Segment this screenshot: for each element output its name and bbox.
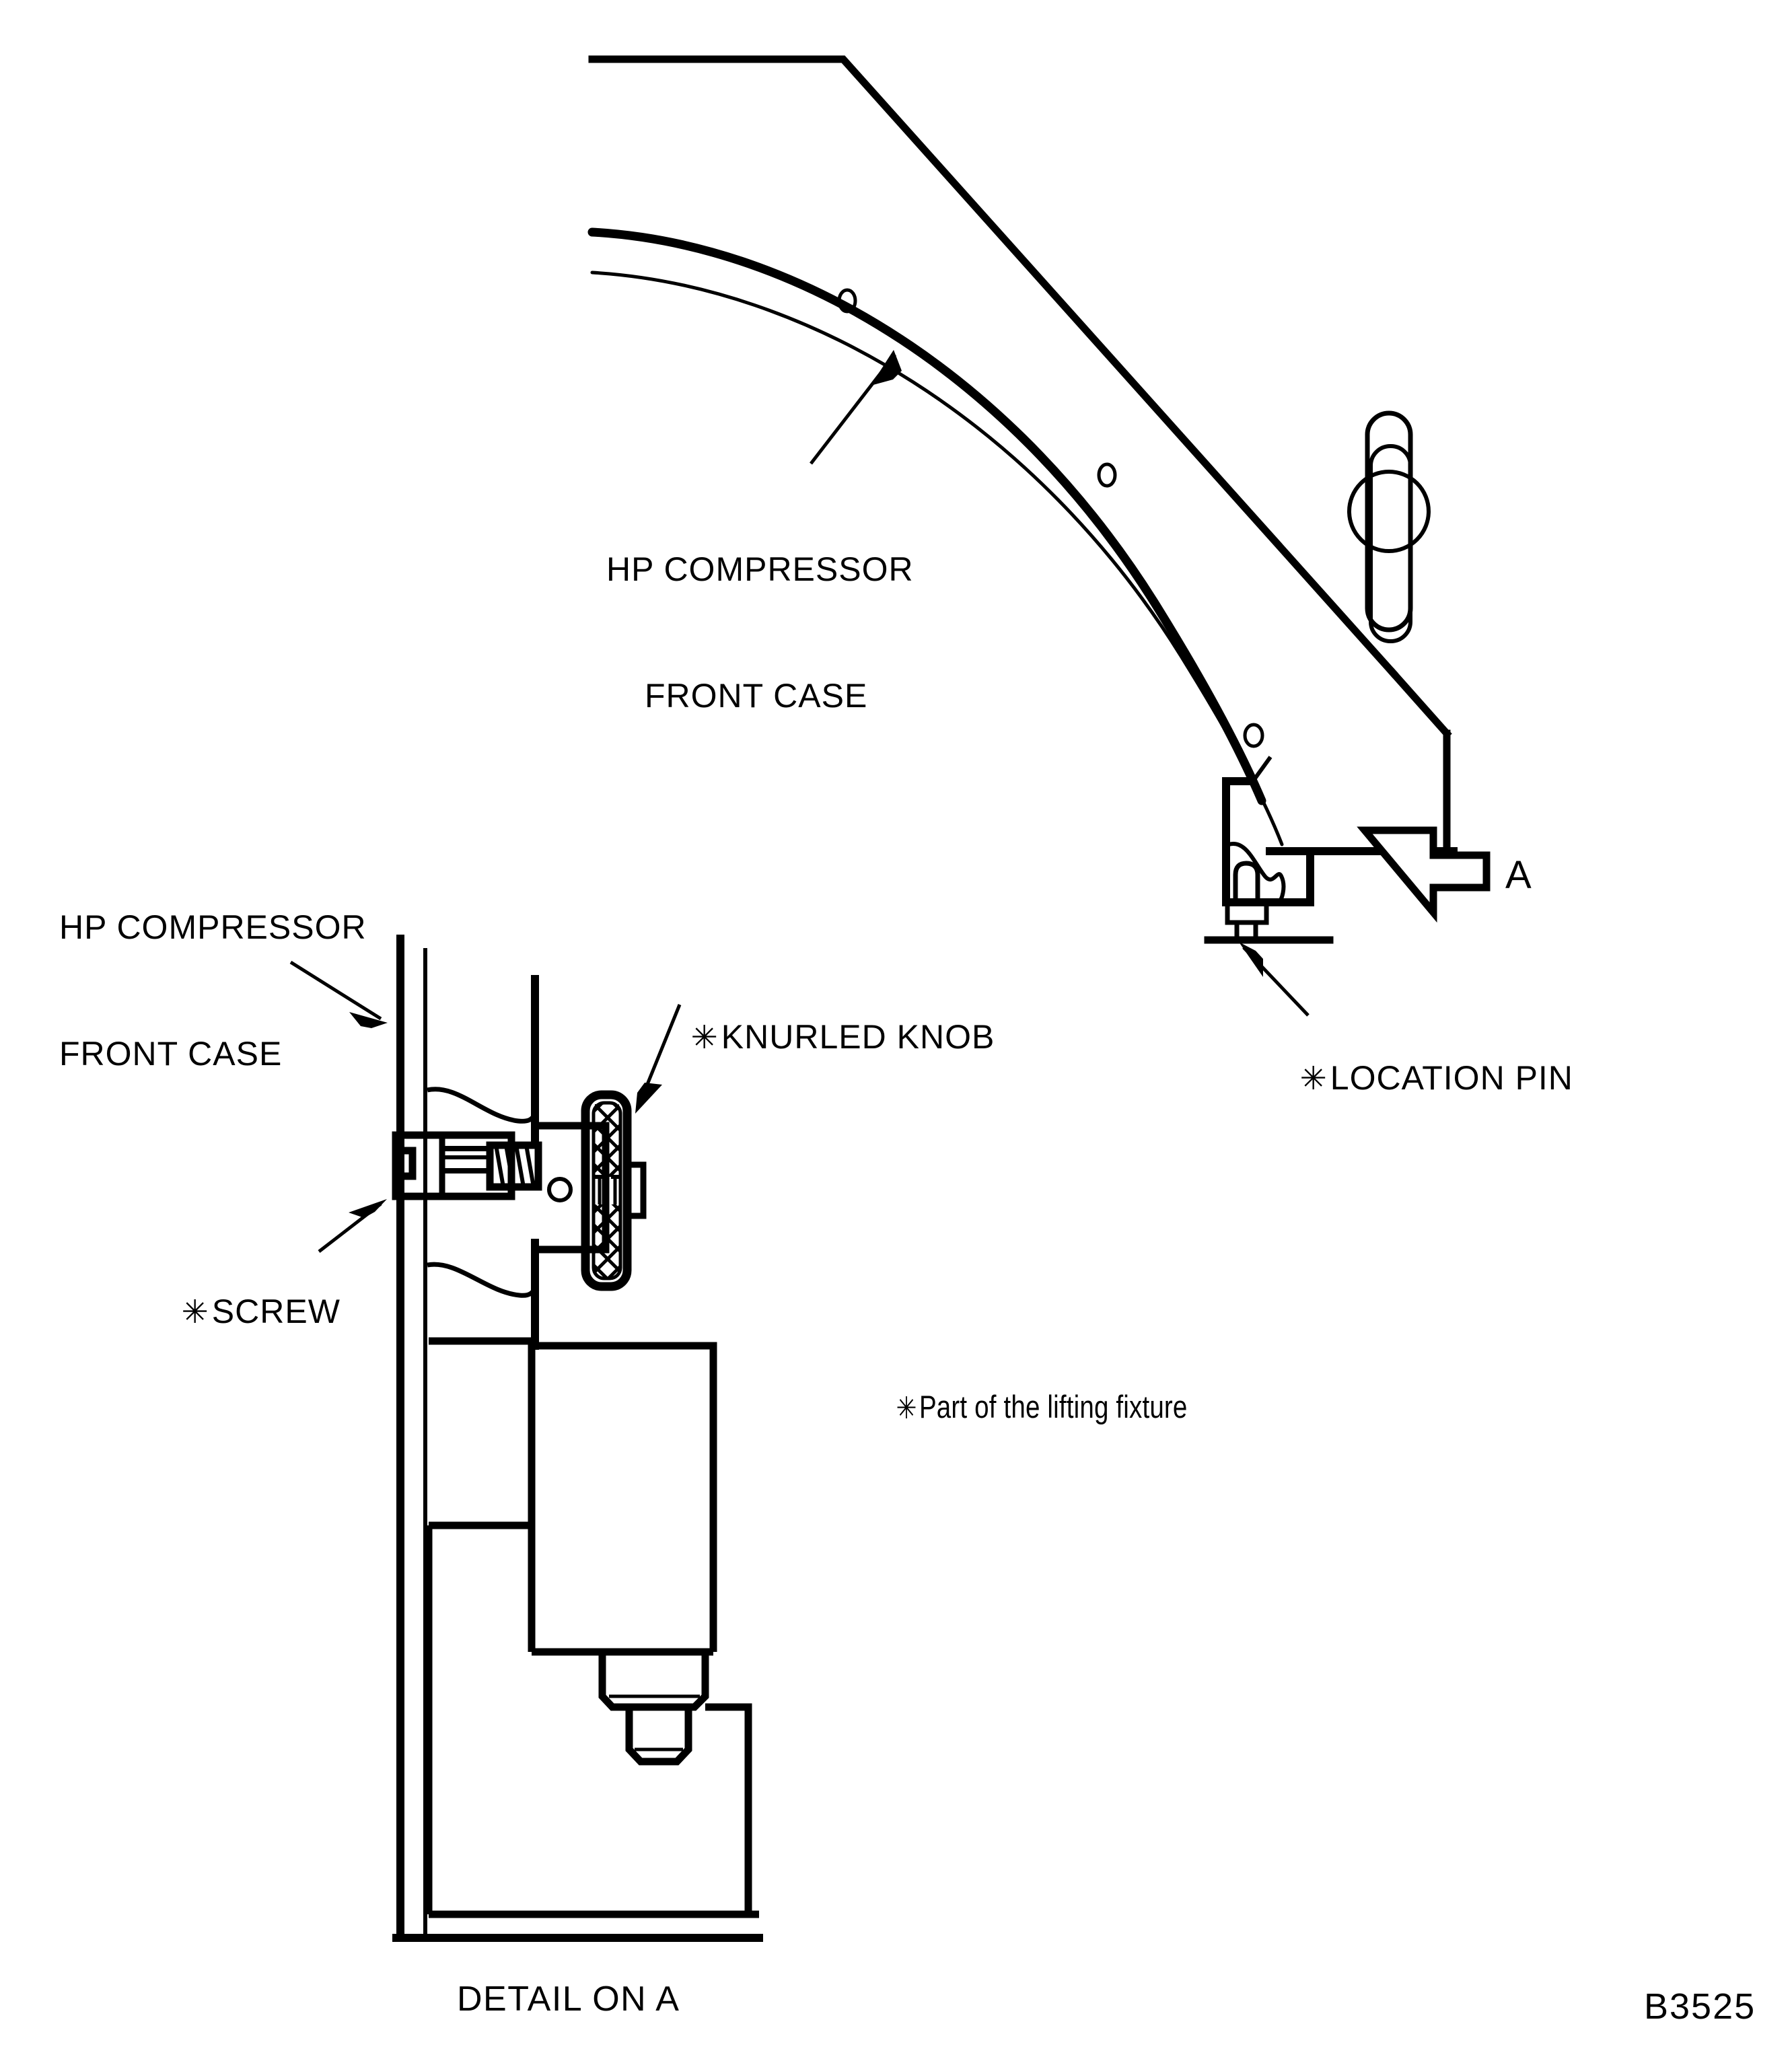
label-lower-hp-compressor-front-case: HP COMPRESSOR FRONT CASE (59, 822, 367, 1159)
break-line-icon (1228, 841, 1286, 904)
detail-view-group (289, 935, 763, 1942)
leader-location-pin (1239, 942, 1310, 1017)
leader-arrow-icon (635, 1083, 662, 1114)
upper-view-group (587, 55, 1491, 1017)
screw-head (392, 1131, 515, 1200)
figure-reference-code: B3525 (1644, 1986, 1756, 2027)
block-arrow-left-icon (1357, 826, 1491, 923)
label-location-pin-text: LOCATION PIN (1330, 1058, 1573, 1097)
label-knurled-knob-text: KNURLED KNOB (721, 1017, 995, 1056)
label-lower-line2: FRONT CASE (59, 1034, 283, 1073)
knurl-crosshatch-icon (595, 1204, 619, 1277)
label-section-arrow-a: A (1505, 853, 1532, 897)
asterisk-marker-icon: ✳ (690, 1019, 719, 1057)
label-upper-line2: FRONT CASE (645, 676, 868, 715)
label-screw: ✳SCREW (141, 1248, 341, 1375)
case-boss-feature (1347, 410, 1431, 643)
label-upper-hp-compressor-front-case: HP COMPRESSOR FRONT CASE (606, 464, 914, 801)
leader-arrow-icon (349, 1012, 388, 1028)
knurled-knob (581, 1090, 647, 1291)
label-screw-text: SCREW (211, 1292, 341, 1330)
knurl-crosshatch-icon (595, 1104, 619, 1177)
hub-hole-icon (547, 1177, 573, 1202)
label-knurled-knob: ✳KNURLED KNOB (651, 974, 995, 1100)
case-flange-outer-arc (587, 227, 1266, 805)
fixture-body (425, 1337, 759, 1918)
caption-detail-on-a: DETAIL ON A (457, 1980, 680, 2019)
label-lower-line1: HP COMPRESSOR (59, 908, 367, 946)
fixture-location-pin (598, 1648, 752, 1914)
thread-hatch-icon (486, 1141, 542, 1191)
leader-upper-case (810, 350, 902, 465)
label-upper-line1: HP COMPRESSOR (606, 550, 914, 588)
leader-arrow-icon (1239, 942, 1263, 977)
leader-arrow-icon (871, 350, 902, 386)
bolt-hole-circle-icon (1243, 723, 1264, 748)
asterisk-marker-icon: ✳ (1299, 1060, 1328, 1098)
case-flange-inner-arc (590, 270, 1284, 846)
note-lifting-fixture-text: Part of the lifting fixture (919, 1388, 1188, 1424)
break-line-icon (427, 1262, 538, 1298)
case-outer-top-edge (588, 55, 1398, 678)
leader-lower-case (289, 960, 388, 1028)
location-pin-assembly (1204, 861, 1334, 944)
label-location-pin: ✳LOCATION PIN (1260, 1015, 1573, 1141)
leader-arrow-icon (349, 1199, 387, 1218)
knob-hub-block (538, 1122, 610, 1254)
asterisk-marker-icon: ✳ (896, 1389, 917, 1426)
leader-screw (318, 1199, 387, 1253)
break-line-icon (427, 1087, 537, 1124)
case-right-upper-edge (1388, 667, 1452, 739)
leader-knurled-knob (635, 1004, 682, 1114)
asterisk-marker-icon: ✳ (181, 1293, 209, 1332)
bolt-hole-circle-icon (837, 288, 857, 314)
bolt-hole-circle-icon (1097, 462, 1117, 488)
note-part-of-lifting-fixture: ✳Part of the lifting fixture (867, 1348, 1188, 1467)
